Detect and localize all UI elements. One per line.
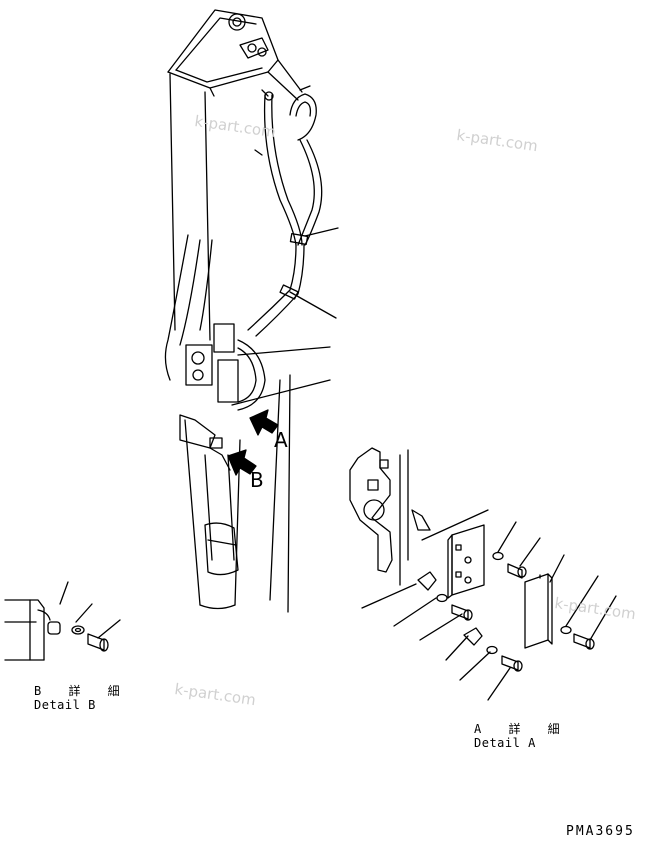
detail-b-title-en: Detail B (34, 698, 96, 712)
arrow-a-label: A (274, 428, 288, 452)
boom-arm (164, 9, 303, 613)
detail-a-title-jp: A 詳 細 (474, 722, 570, 736)
detail-a-title-en: Detail A (474, 736, 536, 750)
detail-b-title-jp: B 詳 細 (34, 684, 130, 698)
drawing-code: PMA3695 (566, 824, 635, 839)
detail-a-drawing (349, 447, 617, 701)
hose-routing (247, 85, 323, 337)
detail-b-drawing (4, 581, 121, 661)
callout-arrows (227, 409, 279, 476)
valve-assembly (179, 323, 266, 576)
leader-lines (231, 227, 339, 406)
arrow-b-label: B (250, 468, 264, 492)
